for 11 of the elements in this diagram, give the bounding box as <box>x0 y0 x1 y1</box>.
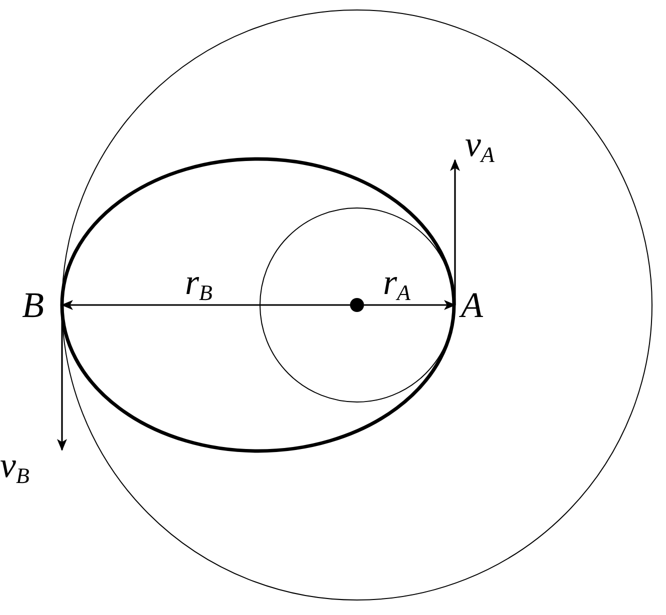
arrow <box>364 300 456 310</box>
arrow <box>57 305 67 451</box>
edge-label: v$_{B}$ <box>0 445 30 490</box>
edge-label: r$_{A}$ <box>383 262 410 307</box>
point-label: B <box>10 285 62 325</box>
arrow <box>450 159 460 305</box>
arrow <box>61 300 350 310</box>
point-label: A <box>455 285 505 325</box>
center-dot <box>350 298 364 312</box>
edge-label: v$_{A}$ <box>465 124 494 169</box>
edge-label: r$_{B}$ <box>185 262 212 307</box>
